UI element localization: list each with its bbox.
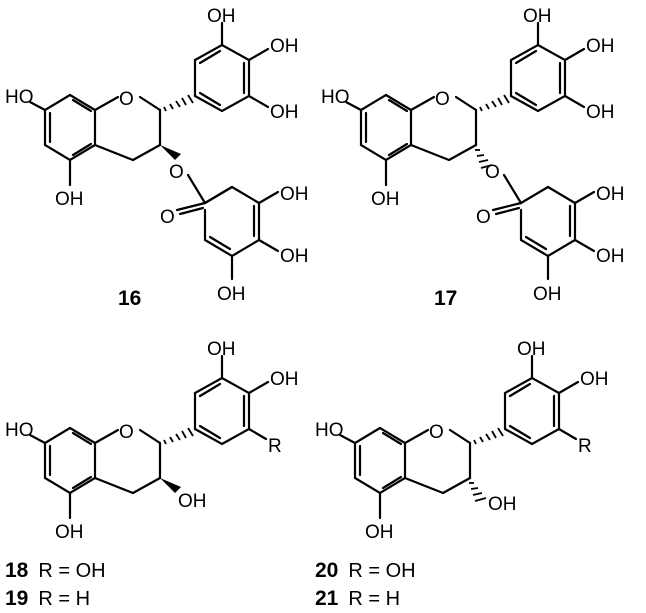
b-ring-20	[503, 354, 580, 446]
hashed-bond-18-b	[163, 427, 194, 445]
oh-label-17-g1: OH	[596, 184, 625, 205]
oh-label-17-g3: OH	[533, 284, 562, 305]
carbonyl-o-label-16: O	[160, 207, 175, 228]
bond-a-ho-18	[28, 433, 47, 445]
bond-a-ho-17	[344, 100, 363, 112]
compound-id-21: 21	[315, 587, 339, 610]
structure-20-21: HO O OH OH OH OH R 20 R = OH 21 R = H	[315, 339, 609, 610]
ho-label-16: HO	[5, 87, 34, 108]
hashed-bond-17-b	[479, 94, 510, 112]
oh-label-20-c3: OH	[488, 494, 517, 515]
compound-id-17: 17	[434, 287, 457, 310]
oh-label-18-a: OH	[55, 522, 84, 543]
oh-label-17-b1: OH	[523, 6, 552, 27]
label-19: 19 R = H	[5, 587, 90, 610]
oh-label-20-b1: OH	[517, 339, 546, 360]
label-18: 18 R = OH	[5, 559, 106, 582]
ring-o-label-17: O	[435, 89, 450, 110]
wedge-bond-16	[160, 145, 181, 160]
compound-id-20: 20	[315, 559, 338, 582]
carbonyl-o-label-17: O	[476, 207, 491, 228]
formula-21: R = H	[348, 588, 400, 610]
oh-label-16-g2: OH	[280, 246, 309, 267]
oh-label-18-b2: OH	[270, 369, 299, 390]
b-ring-16	[193, 21, 270, 113]
wedge-bond-18	[160, 478, 181, 493]
a-ring-20	[353, 426, 407, 495]
bond-a-ho-20	[338, 433, 357, 445]
structure-16: HO O OH O O OH OH OH OH OH OH 16	[5, 6, 309, 310]
formula-19: R = H	[38, 588, 90, 610]
formula-18: R = OH	[38, 560, 105, 582]
bond-a-ho-16	[28, 100, 47, 112]
oh-label-18-b1: OH	[207, 339, 236, 360]
structure-18-19: HO O OH OH OH OH R 18 R = OH 19 R = H	[5, 339, 299, 610]
structure-17: HO O OH O O OH OH OH OH OH OH 17	[321, 6, 625, 310]
oh-label-16-a: OH	[55, 189, 84, 210]
oh-label-20-b2: OH	[580, 369, 609, 390]
compound-id-18: 18	[5, 559, 29, 582]
label-21: 21 R = H	[315, 587, 400, 610]
oh-label-17-g2: OH	[596, 246, 625, 267]
galloyl-17	[491, 173, 596, 281]
c-ring-17	[409, 95, 478, 162]
oh-label-17-b2: OH	[586, 36, 615, 57]
c-ring-20	[403, 428, 472, 495]
hashed-bond-17-ester	[475, 149, 493, 169]
oh-label-16-g3: OH	[217, 284, 246, 305]
label-20: 20 R = OH	[315, 559, 416, 582]
oh-label-17-b3: OH	[586, 102, 615, 123]
formula-20: R = OH	[348, 560, 415, 582]
oh-label-16-b2: OH	[270, 36, 299, 57]
oh-label-16-g1: OH	[280, 184, 309, 205]
oh-label-18-c3: OH	[178, 491, 207, 512]
oh-label-16-b3: OH	[270, 102, 299, 123]
b-ring-18	[193, 354, 270, 446]
oh-label-20-a: OH	[365, 522, 394, 543]
ho-label-20: HO	[315, 420, 344, 441]
oh-label-16-b1: OH	[207, 6, 236, 27]
hashed-bond-20-c3	[469, 482, 487, 502]
ester-o-label-16: O	[169, 162, 184, 183]
ring-o-label-18: O	[119, 422, 134, 443]
r-label-18: R	[268, 436, 282, 457]
ho-label-17: HO	[321, 87, 350, 108]
compound-id-19: 19	[5, 587, 28, 610]
hashed-bond-16-b	[163, 94, 194, 112]
ester-o-label-17: O	[485, 162, 500, 183]
a-ring-18	[43, 426, 97, 495]
galloyl-16	[175, 173, 280, 281]
ring-o-label-16: O	[119, 89, 134, 110]
a-ring-16	[43, 93, 97, 162]
ho-label-18: HO	[5, 420, 34, 441]
c-ring-16	[93, 95, 162, 162]
b-ring-17	[509, 21, 586, 113]
compound-id-16: 16	[118, 287, 141, 310]
a-ring-17	[359, 93, 413, 162]
hashed-bond-20-b	[473, 427, 504, 445]
c-ring-18	[93, 428, 162, 495]
r-label-20: R	[578, 436, 592, 457]
oh-label-17-a: OH	[371, 189, 400, 210]
ring-o-label-20: O	[429, 422, 444, 443]
